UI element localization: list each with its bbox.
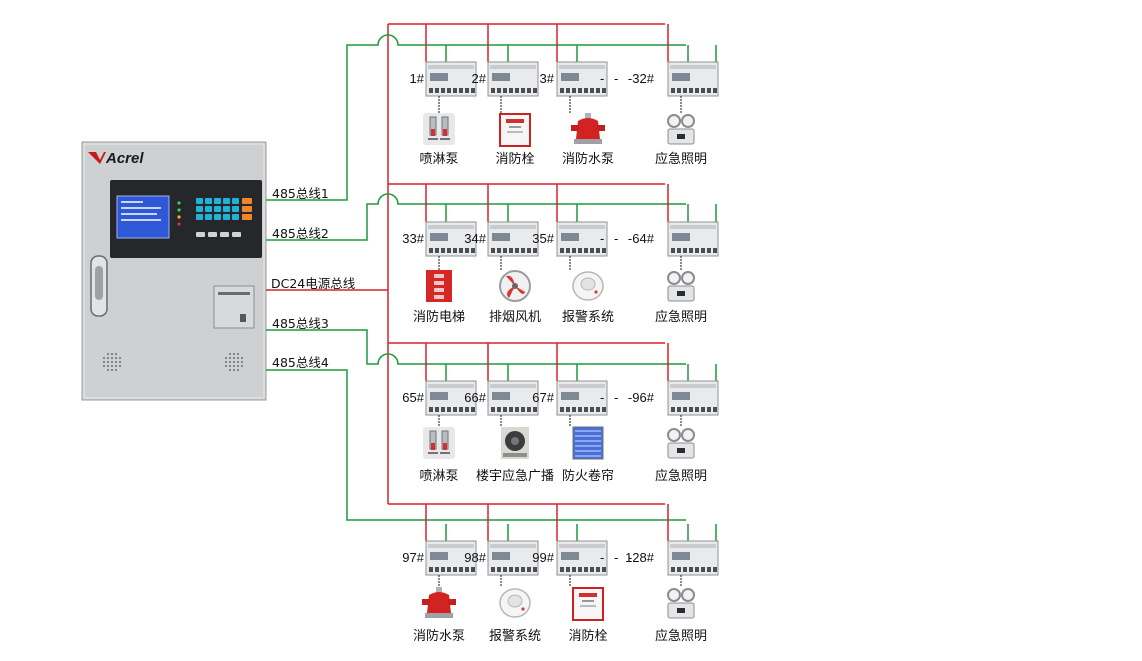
device-label: 防火卷帘 xyxy=(562,468,614,484)
meter-id-label: 34# xyxy=(464,231,486,246)
device-label: 应急照明 xyxy=(655,468,707,484)
sprinkler-icon xyxy=(423,427,455,459)
meter-module xyxy=(556,380,608,416)
device-label: 排烟风机 xyxy=(489,310,541,325)
meter-id-label: 2# xyxy=(472,71,487,86)
bus-label-dc24: DC24电源总线 xyxy=(271,276,356,291)
device-label: 消防栓 xyxy=(495,151,534,167)
meter-module xyxy=(425,540,477,576)
device-label: 报警系统 xyxy=(489,628,541,644)
device-label: 报警系统 xyxy=(562,309,614,325)
meter-id-label: 97# xyxy=(402,550,424,565)
ellipsis-dash: - - - xyxy=(600,231,635,246)
device-label: 楼宇应急广播 xyxy=(476,468,554,484)
meter-node: 33# 消防电梯 xyxy=(402,221,477,325)
emergency-light-icon xyxy=(667,428,695,459)
meter-module xyxy=(425,221,477,257)
meter-id-label: 64# xyxy=(632,231,654,246)
meter-node: 128# 应急照明 xyxy=(625,540,719,644)
speaker-icon xyxy=(501,427,529,459)
brand-text: Acrel xyxy=(105,150,144,167)
exhaust-fan-icon xyxy=(499,270,531,302)
meter-node: 1# 喷淋泵 xyxy=(410,61,477,167)
meter-module xyxy=(487,380,539,416)
ellipsis-dash: - - - xyxy=(600,71,635,86)
meter-id-label: 1# xyxy=(410,71,425,86)
device-label: 消防水泵 xyxy=(562,151,614,167)
meter-module xyxy=(667,61,719,97)
meter-id-label: 65# xyxy=(402,390,424,405)
meter-module xyxy=(487,221,539,257)
meter-module xyxy=(556,221,608,257)
meter-node: 32# 应急照明 xyxy=(632,61,719,167)
meter-node: 35# 报警系统 xyxy=(532,221,614,325)
meter-node: 67# 防火卷帘 xyxy=(532,380,614,484)
meter-module xyxy=(556,61,608,97)
emergency-light-icon xyxy=(667,114,695,145)
meter-node: 66# 楼宇应急广播 xyxy=(464,380,554,484)
bus-label-485-2: 485总线2 xyxy=(272,226,329,241)
meter-module xyxy=(487,540,539,576)
smoke-detector-icon xyxy=(572,271,604,301)
meter-node: 2# 消防栓 xyxy=(472,61,539,167)
device-label: 喷淋泵 xyxy=(419,469,458,484)
meter-id-label: 99# xyxy=(532,550,554,565)
keypad xyxy=(196,198,252,237)
acrel-logo: Acrel xyxy=(88,150,144,167)
hydrant-box-icon xyxy=(499,113,531,147)
meter-node: 97# 消防水泵 xyxy=(402,540,477,644)
meter-id-label: 67# xyxy=(532,390,554,405)
meter-module xyxy=(667,380,719,416)
meter-module xyxy=(487,61,539,97)
monitoring-cabinet: Acrel xyxy=(81,141,267,401)
door-handle xyxy=(90,255,108,317)
meter-node: 34# 排烟风机 xyxy=(464,221,541,325)
printer xyxy=(213,285,255,329)
water-pump-icon xyxy=(571,113,605,144)
meter-module xyxy=(425,380,477,416)
emergency-light-icon xyxy=(667,588,695,619)
meter-id-label: 3# xyxy=(540,71,555,86)
smoke-detector-icon xyxy=(499,588,531,618)
meter-module xyxy=(667,221,719,257)
speaker-vents xyxy=(103,353,243,371)
device-label: 消防电梯 xyxy=(413,309,465,325)
device-label: 应急照明 xyxy=(655,309,707,325)
sprinkler-icon xyxy=(423,113,455,145)
fire-shutter-icon xyxy=(572,426,604,460)
meter-node: 99# 消防栓 xyxy=(532,540,608,644)
bus-label-485-4: 485总线4 xyxy=(272,355,329,370)
meter-id-label: 96# xyxy=(632,390,654,405)
ellipsis-dash: - - - xyxy=(600,550,635,565)
device-label: 应急照明 xyxy=(655,151,707,167)
device-label: 应急照明 xyxy=(655,628,707,644)
meter-node: 96# 应急照明 xyxy=(632,380,719,484)
meter-module xyxy=(667,540,719,576)
meter-node: 65# 喷淋泵 xyxy=(402,380,477,484)
device-label: 消防水泵 xyxy=(413,628,465,644)
emergency-light-icon xyxy=(667,271,695,302)
water-pump-icon xyxy=(422,587,456,618)
meter-id-label: 35# xyxy=(532,231,554,246)
meter-node: 98# 报警系统 xyxy=(464,540,541,644)
meter-id-label: 128# xyxy=(625,550,655,565)
bus-label-485-3: 485总线3 xyxy=(272,316,329,331)
hydrant-box-icon xyxy=(572,587,604,621)
fire-elevator-icon xyxy=(426,270,452,302)
meter-node: 3# 消防水泵 xyxy=(540,61,614,167)
meter-module xyxy=(425,61,477,97)
bus-label-485-1: 485总线1 xyxy=(272,186,329,201)
meter-id-label: 98# xyxy=(464,550,486,565)
meter-id-label: 32# xyxy=(632,71,654,86)
meter-id-label: 33# xyxy=(402,231,424,246)
meter-module xyxy=(556,540,608,576)
meter-id-label: 66# xyxy=(464,390,486,405)
ellipsis-dash: - - - xyxy=(600,390,635,405)
device-label: 消防栓 xyxy=(568,628,607,644)
meter-node: 64# 应急照明 xyxy=(632,221,719,325)
device-label: 喷淋泵 xyxy=(419,152,458,167)
